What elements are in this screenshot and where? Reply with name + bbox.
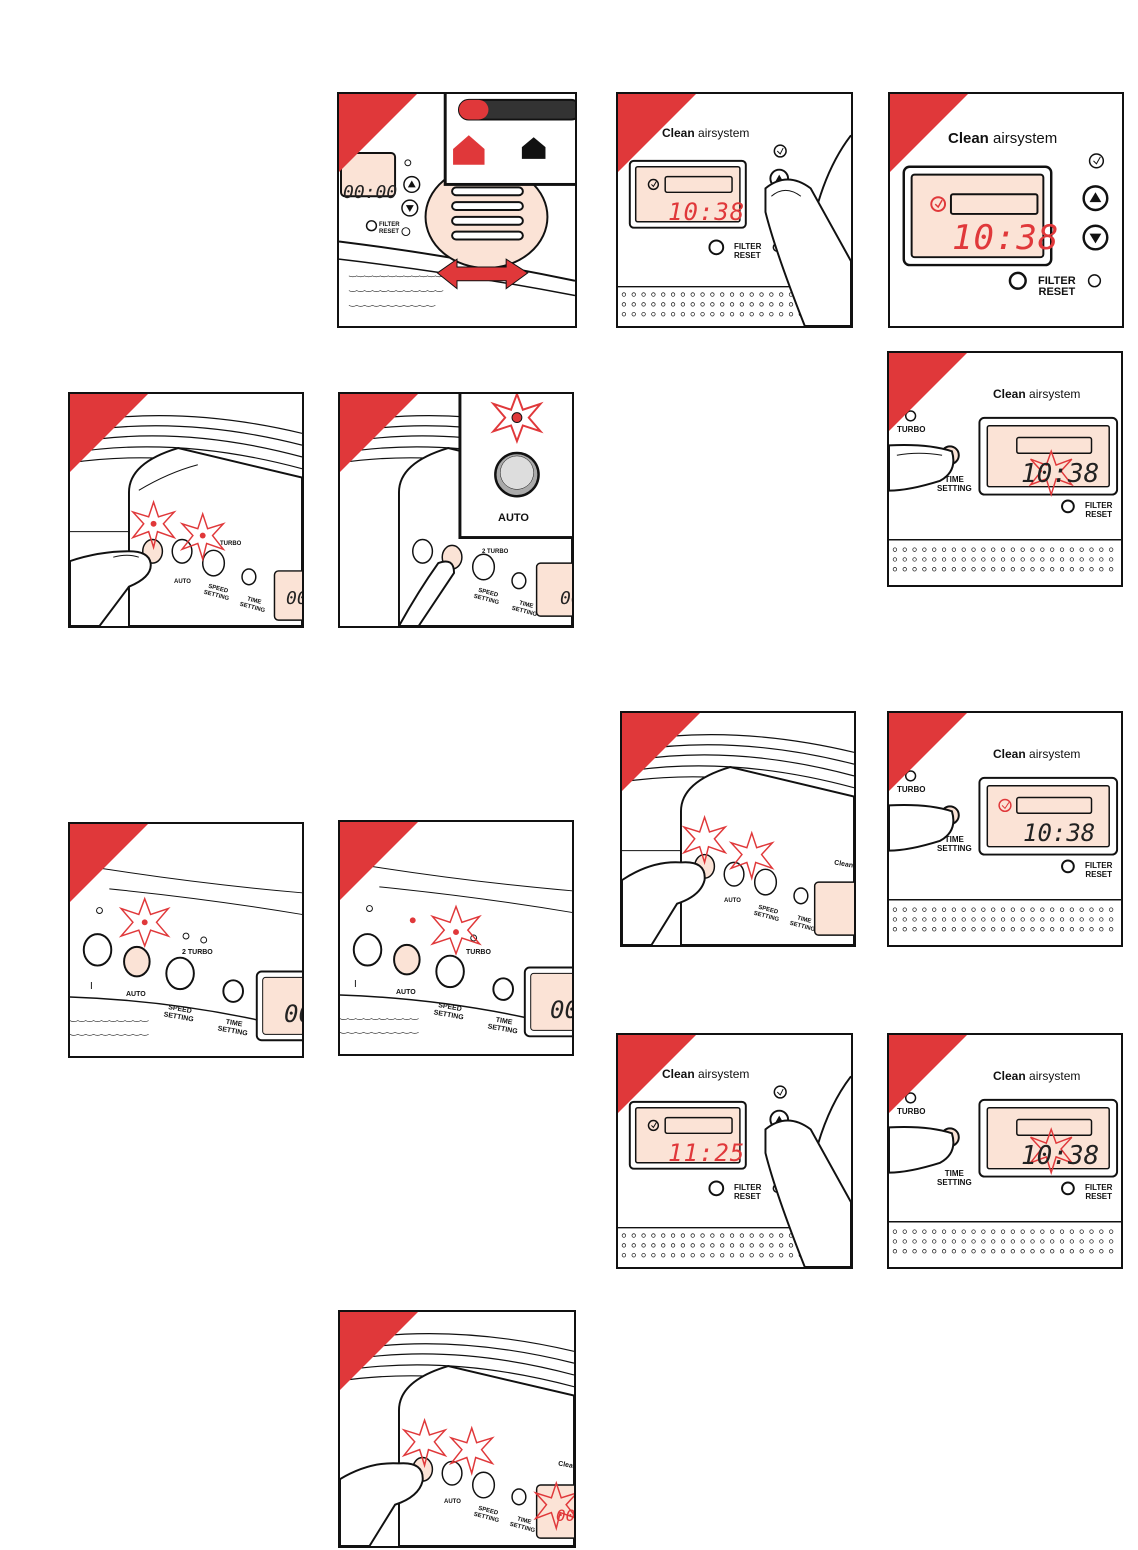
turbo-label: TURBO [220, 540, 241, 549]
auto-label: AUTO [396, 988, 416, 997]
brand-logo: Clean airsystem [662, 126, 749, 140]
brand-logo: Clean airsystem [993, 1069, 1080, 1083]
power-label: I [90, 982, 93, 991]
display-time: 11:25 [668, 1139, 745, 1167]
display-time: 10:38 [668, 198, 745, 226]
display-time: 00 [556, 1506, 575, 1525]
display-time: 10:38 [1023, 819, 1095, 847]
turbo-label: 2 TURBO [182, 948, 213, 957]
display-time: 00 [560, 588, 574, 609]
turbo-label: TURBO [897, 1107, 925, 1116]
turbo-label: 2 TURBO [482, 548, 508, 557]
brand-logo: Clean airsystem [662, 1067, 749, 1081]
auto-label: AUTO [126, 990, 146, 999]
clock-icon [1090, 154, 1104, 168]
step-corner [70, 394, 148, 472]
turbo-label: TURBO [897, 425, 925, 434]
display-time: 00 [284, 1000, 304, 1028]
display-time: 10:38 [952, 218, 1059, 258]
step-corner [70, 824, 148, 902]
auto-label: AUTO [174, 578, 191, 587]
step-corner [889, 353, 967, 431]
display-time: 00 [286, 588, 304, 609]
clock-icon [774, 1086, 786, 1098]
display-time: 00 [550, 996, 574, 1024]
step-corner [889, 713, 967, 791]
auto-label: AUTO [498, 514, 529, 523]
display-time: 10:38 [1021, 1141, 1099, 1171]
step-corner [340, 1312, 418, 1390]
clock-icon [774, 145, 786, 157]
brand-logo: Clean airsystem [993, 387, 1080, 401]
step-corner [340, 822, 418, 900]
step-corner [340, 394, 418, 472]
turbo-label: TURBO [466, 948, 491, 957]
step-corner [339, 94, 417, 172]
brand-logo: Clean airsystem [948, 130, 1057, 147]
step-corner [889, 1035, 967, 1113]
auto-label: AUTO [444, 1498, 461, 1507]
display-time: 00:00 [343, 182, 397, 203]
brand-logo: Clean airsystem [993, 747, 1080, 761]
auto-label: AUTO [724, 897, 741, 906]
step-corner [622, 713, 700, 791]
turbo-label: TURBO [897, 785, 925, 794]
power-label: I [354, 980, 357, 989]
display-time: 10:38 [1021, 459, 1099, 489]
